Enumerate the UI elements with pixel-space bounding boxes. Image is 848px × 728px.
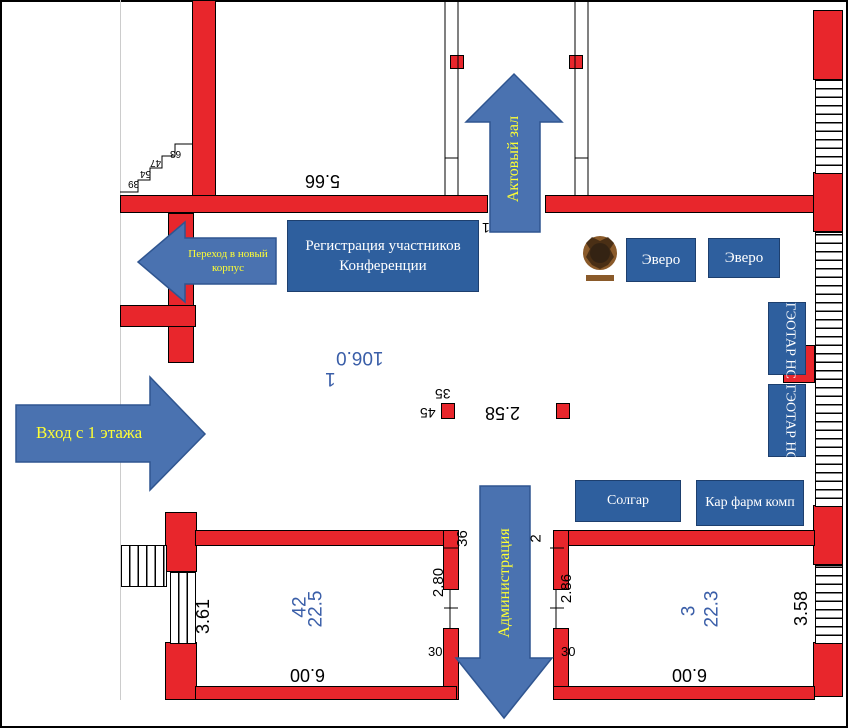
dim-col-b: 45 [420,405,436,421]
wall-segment [813,10,843,80]
administration-label: Администрация [496,528,513,638]
dim-right-room-height: 3.58 [791,590,812,627]
wall-segment [553,686,815,700]
new-building-arrow [136,220,277,304]
wall-segment [443,530,459,590]
entrance-arrow [15,375,207,492]
geotar-label-1: ГЭОТАР НС [782,302,798,379]
administration-arrow [454,485,554,720]
wall-segment [813,172,843,232]
room-right-area: 22.3 [701,590,723,628]
column [556,403,570,419]
dim-right-door-30: 30 [561,644,576,659]
column [441,403,455,419]
room-right-number: 3 [678,605,700,617]
dim-left-door-30: 30 [428,644,443,659]
wall-segment [195,686,457,700]
kar-farm-booth: Кар фарм комп [696,480,804,526]
dim-corridor-2: 2 [527,534,545,543]
assembly-hall-arrow [464,72,564,233]
geotar-label-2: ГЭОТАР НС [782,384,798,461]
window [170,572,196,644]
new-building-label: Переход в новый корпус [188,248,268,274]
outer-line [120,0,121,700]
room-main-area: 106.0 [336,347,384,368]
dim-left-room-width: 6.00 [290,665,326,685]
dim-col-a: 35 [435,386,451,402]
stair-54: 54 [140,168,152,179]
wall-segment [192,0,216,212]
assembly-hall-label: Актовый зал [505,115,522,203]
dim-column-gap: 2.58 [485,403,521,423]
stair-47: 47 [150,157,162,168]
room-main-number: 1 [325,368,336,389]
wall-segment [165,512,197,572]
dim-right-room-width: 6.00 [672,665,708,685]
stair-39: 39 [128,178,140,189]
column [450,55,464,69]
evero-booth-2: Эверо [708,238,780,278]
stair-63: 63 [170,148,182,159]
registration-booth: Регистрация участников Конференции [287,220,479,292]
dim-top-1: 1 [482,220,490,236]
window [815,80,843,174]
wall-segment [813,642,843,697]
room-left-area: 22.5 [305,590,327,628]
stairs [121,545,167,587]
dim-top-wall: 5.66 [305,171,341,191]
column [569,55,583,69]
solgar-booth: Солгар [575,480,681,522]
wall-segment [120,305,196,327]
dim-left-room-height: 3.61 [193,598,214,635]
entrance-label: Вход с 1 этажа [36,423,143,442]
dim-left-door: 2.80 [430,567,448,598]
evero-booth-1: Эверо [626,238,696,282]
wall-segment [553,530,569,590]
window [815,565,843,644]
dim-corridor-36: 36 [453,530,471,547]
wall-segment [165,642,197,700]
geotar-booth-2: ГЭОТАР НС [768,384,806,461]
geotar-booth-1: ГЭОТАР НС [768,302,806,379]
lion-logo-icon [580,233,620,285]
dim-right-door: 2.86 [558,573,576,604]
wall-segment [120,195,488,213]
window [815,232,843,507]
wall-segment [813,505,843,565]
